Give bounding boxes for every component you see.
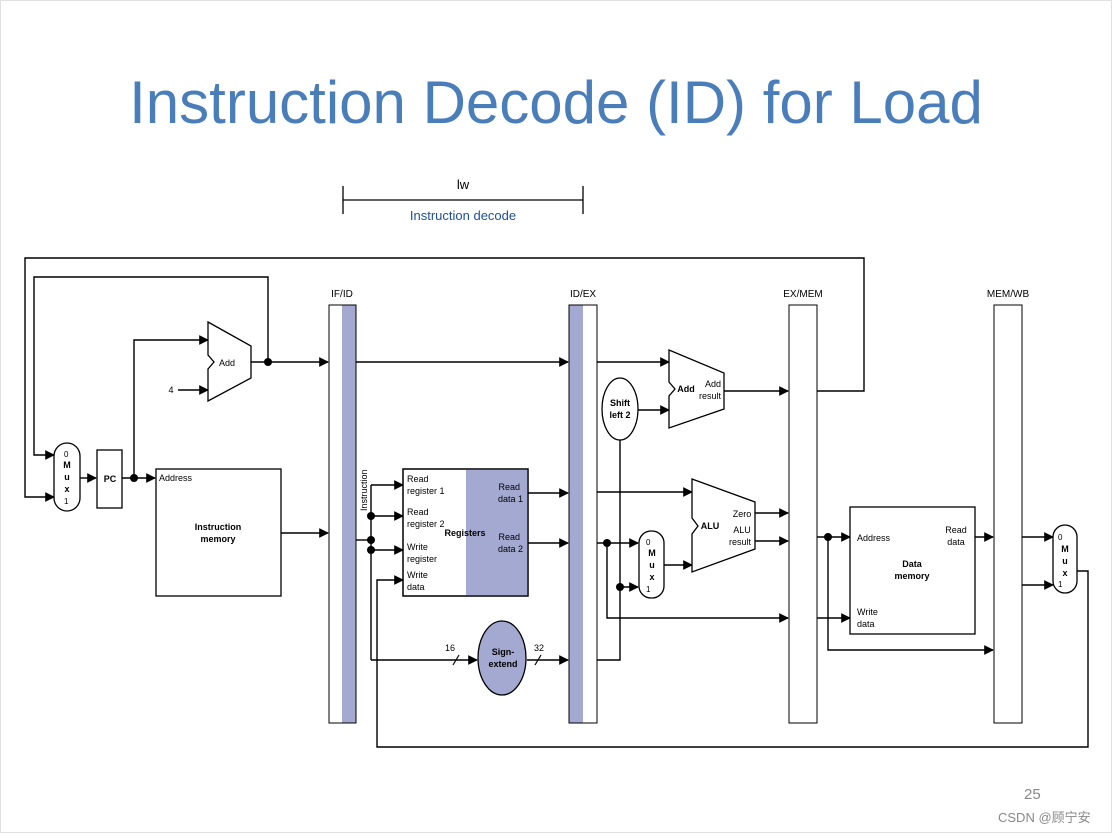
write-register-label-1: Write	[407, 542, 428, 552]
writeback-mux: 0 M u x 1	[1052, 524, 1078, 594]
registers-name: Registers	[444, 528, 485, 538]
shift-left-2-unit: Shift left 2	[601, 377, 639, 441]
constant-four: 4	[168, 385, 173, 395]
dmem-name-1: Data	[902, 559, 923, 569]
read-register-1-label-1: Read	[407, 474, 429, 484]
dmem-address-label: Address	[857, 533, 891, 543]
write-data-label-1: Write	[407, 570, 428, 580]
wb-mux-in0: 0	[1058, 533, 1063, 542]
id-ex-register	[568, 304, 598, 724]
dmem-read-data-2: data	[947, 537, 965, 547]
alu-label: ALU	[701, 521, 720, 531]
write-data-label-2: data	[407, 582, 425, 592]
sign-extend-label-2: extend	[488, 659, 517, 669]
read-data-1-label-1: Read	[498, 482, 520, 492]
dmem-write-data-2: data	[857, 619, 875, 629]
pc-adder: Add	[207, 320, 252, 403]
stage-instruction: lw	[457, 177, 470, 192]
stage-name: Instruction decode	[410, 208, 516, 223]
if-id-label: IF/ID	[331, 289, 353, 300]
alu-unit: ALU Zero ALU result	[691, 478, 756, 573]
pc-register: PC	[96, 449, 123, 509]
ex-mem-register	[788, 304, 818, 724]
alu-mux-label-u: u	[649, 560, 655, 570]
imem-name-2: memory	[200, 534, 235, 544]
id-ex-label: ID/EX	[570, 289, 596, 300]
pc-mux: 0 M u x 1	[53, 442, 81, 512]
alu-mux-label-x: x	[649, 572, 654, 582]
pc-mux-label-u: u	[64, 472, 70, 482]
sign-extend-out-width: 32	[534, 643, 544, 653]
wb-mux-label-u: u	[1062, 556, 1068, 566]
pc-adder-label: Add	[219, 358, 235, 368]
branch-adder-label: Add	[677, 384, 695, 394]
pc-mux-in1: 1	[64, 497, 69, 506]
write-register-label-2: register	[407, 554, 437, 564]
ex-mem-label: EX/MEM	[783, 289, 822, 300]
branch-adder-result-1: Add	[705, 379, 721, 389]
junction-dots	[130, 358, 832, 591]
page-number: 25	[1024, 786, 1041, 803]
instruction-bus-label: Instruction	[359, 469, 369, 511]
dmem-write-data-1: Write	[857, 607, 878, 617]
register-file: Read register 1 Read register 2 Write re…	[402, 468, 529, 597]
alu-result-label-2: result	[729, 537, 752, 547]
mem-wb-register	[993, 304, 1023, 724]
dmem-name-2: memory	[894, 571, 929, 581]
if-id-register	[328, 304, 357, 724]
branch-adder-result-2: result	[699, 391, 722, 401]
alu-mux-label-m: M	[648, 548, 656, 558]
read-register-2-label-2: register 2	[407, 519, 445, 529]
shift-left-label-1: Shift	[610, 398, 630, 408]
read-data-1-label-2: data 1	[498, 494, 523, 504]
alu-zero-label: Zero	[733, 509, 752, 519]
read-register-1-label-2: register 1	[407, 486, 445, 496]
data-memory: Address Read data Data memory Write data	[849, 506, 976, 635]
sign-extend-in-width: 16	[445, 643, 455, 653]
pc-mux-label-m: M	[63, 460, 71, 470]
imem-address-label: Address	[159, 473, 193, 483]
sign-extend-label-1: Sign-	[492, 647, 515, 657]
read-data-2-label-1: Read	[498, 532, 520, 542]
dmem-read-data-1: Read	[945, 525, 967, 535]
wb-mux-label-m: M	[1061, 544, 1069, 554]
pc-label: PC	[104, 474, 117, 484]
alu-mux-in1: 1	[646, 585, 651, 594]
wb-mux-label-x: x	[1062, 568, 1067, 578]
shift-left-label-2: left 2	[609, 410, 630, 420]
read-register-2-label-1: Read	[407, 507, 429, 517]
pc-mux-in0: 0	[64, 450, 69, 459]
read-data-2-label-2: data 2	[498, 544, 523, 554]
pc-mux-label-x: x	[64, 484, 69, 494]
datapath-wires	[24, 257, 1089, 748]
slide-title: Instruction Decode (ID) for Load	[129, 69, 983, 136]
mem-wb-label: MEM/WB	[987, 289, 1030, 300]
alu-result-label-1: ALU	[733, 525, 751, 535]
stage-bracket: lw Instruction decode	[342, 177, 584, 223]
branch-adder: Add Add result	[668, 349, 725, 429]
alu-mux: 0 M u x 1	[638, 530, 665, 599]
alu-mux-in0: 0	[646, 538, 651, 547]
watermark: CSDN @顾宁安	[998, 810, 1091, 825]
imem-name-1: Instruction	[195, 522, 242, 532]
sign-extend-unit: Sign- extend 16 32	[445, 620, 544, 696]
wb-mux-in1: 1	[1058, 580, 1063, 589]
instruction-memory: Address Instruction memory	[155, 468, 282, 597]
